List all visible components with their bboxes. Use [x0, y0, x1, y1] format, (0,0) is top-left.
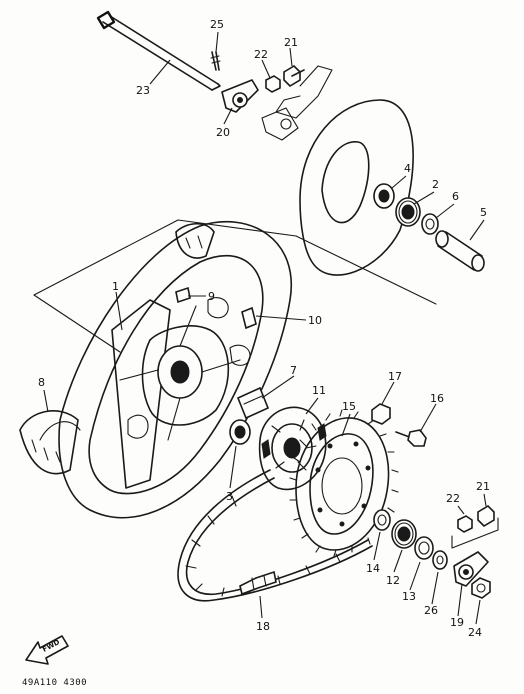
callout-9: 9	[208, 290, 215, 303]
callout-3: 3	[226, 490, 233, 503]
brake-disc	[299, 99, 414, 276]
collar-26	[432, 550, 448, 570]
axle-nut-24	[471, 577, 491, 599]
callout-17: 17	[388, 370, 402, 383]
callout-21-top: 21	[284, 36, 298, 49]
callout-6: 6	[452, 190, 459, 203]
adjuster-group-bracket	[451, 517, 499, 549]
oil-seal-2	[395, 197, 421, 227]
sprocket-nut-17	[371, 403, 391, 425]
callout-10: 10	[308, 314, 322, 327]
clutch-hub-11	[258, 406, 327, 491]
callout-20: 20	[216, 126, 230, 139]
chain-puller-left	[221, 79, 259, 113]
callout-7: 7	[290, 364, 297, 377]
rear-tire	[19, 221, 293, 519]
callout-24: 24	[468, 626, 482, 639]
adjuster-bolt-bottom	[477, 504, 495, 528]
leader-lines	[43, 31, 487, 625]
callout-26: 26	[424, 604, 438, 617]
drawing-number: 49A110 4300	[22, 678, 87, 688]
callout-11: 11	[312, 384, 326, 397]
forward-direction-arrow: FWD	[25, 635, 69, 665]
callout-22-top: 22	[254, 48, 268, 61]
adjuster-nut-bottom	[457, 515, 473, 533]
adjuster-nut-top	[265, 75, 281, 93]
damper-7	[236, 386, 270, 420]
callout-8: 8	[38, 376, 45, 389]
callout-13: 13	[402, 590, 416, 603]
cotter-pin	[210, 51, 221, 71]
rear-axle	[96, 10, 221, 91]
callout-labels: 23 25 22 21 20 4 2 6 5 1 9 10 8 7 11 15 …	[38, 18, 490, 639]
swingarm-end-outline	[261, 65, 333, 141]
drive-chain-18	[177, 469, 373, 602]
wheel-hub-and-spokes	[111, 297, 251, 489]
callout-25: 25	[210, 18, 224, 31]
callout-23: 23	[136, 84, 150, 97]
bearing-4	[373, 183, 395, 209]
callout-22-bottom: 22	[446, 492, 460, 505]
callout-14: 14	[366, 562, 380, 575]
callout-12: 12	[386, 574, 400, 587]
callout-15: 15	[342, 400, 356, 413]
callout-2: 2	[432, 178, 439, 191]
spacer-5	[435, 230, 485, 272]
balance-weight-9	[175, 286, 191, 304]
bearing-12	[391, 519, 417, 549]
sprocket-bolt-16	[395, 429, 427, 447]
callout-18: 18	[256, 620, 270, 633]
bearing-3	[229, 419, 251, 445]
callout-5: 5	[480, 206, 487, 219]
wheel-group-outline	[33, 219, 437, 353]
oil-seal-13	[414, 536, 434, 560]
callout-4: 4	[404, 162, 411, 175]
callout-16: 16	[430, 392, 444, 405]
collar-14	[373, 509, 391, 531]
collar-6	[421, 213, 439, 235]
rim-clip-10	[241, 306, 257, 330]
callout-21-bottom: 21	[476, 480, 490, 493]
callout-1: 1	[112, 280, 119, 293]
adjuster-bolt-top	[283, 64, 305, 88]
chain-puller-right	[453, 551, 489, 587]
callout-19: 19	[450, 616, 464, 629]
